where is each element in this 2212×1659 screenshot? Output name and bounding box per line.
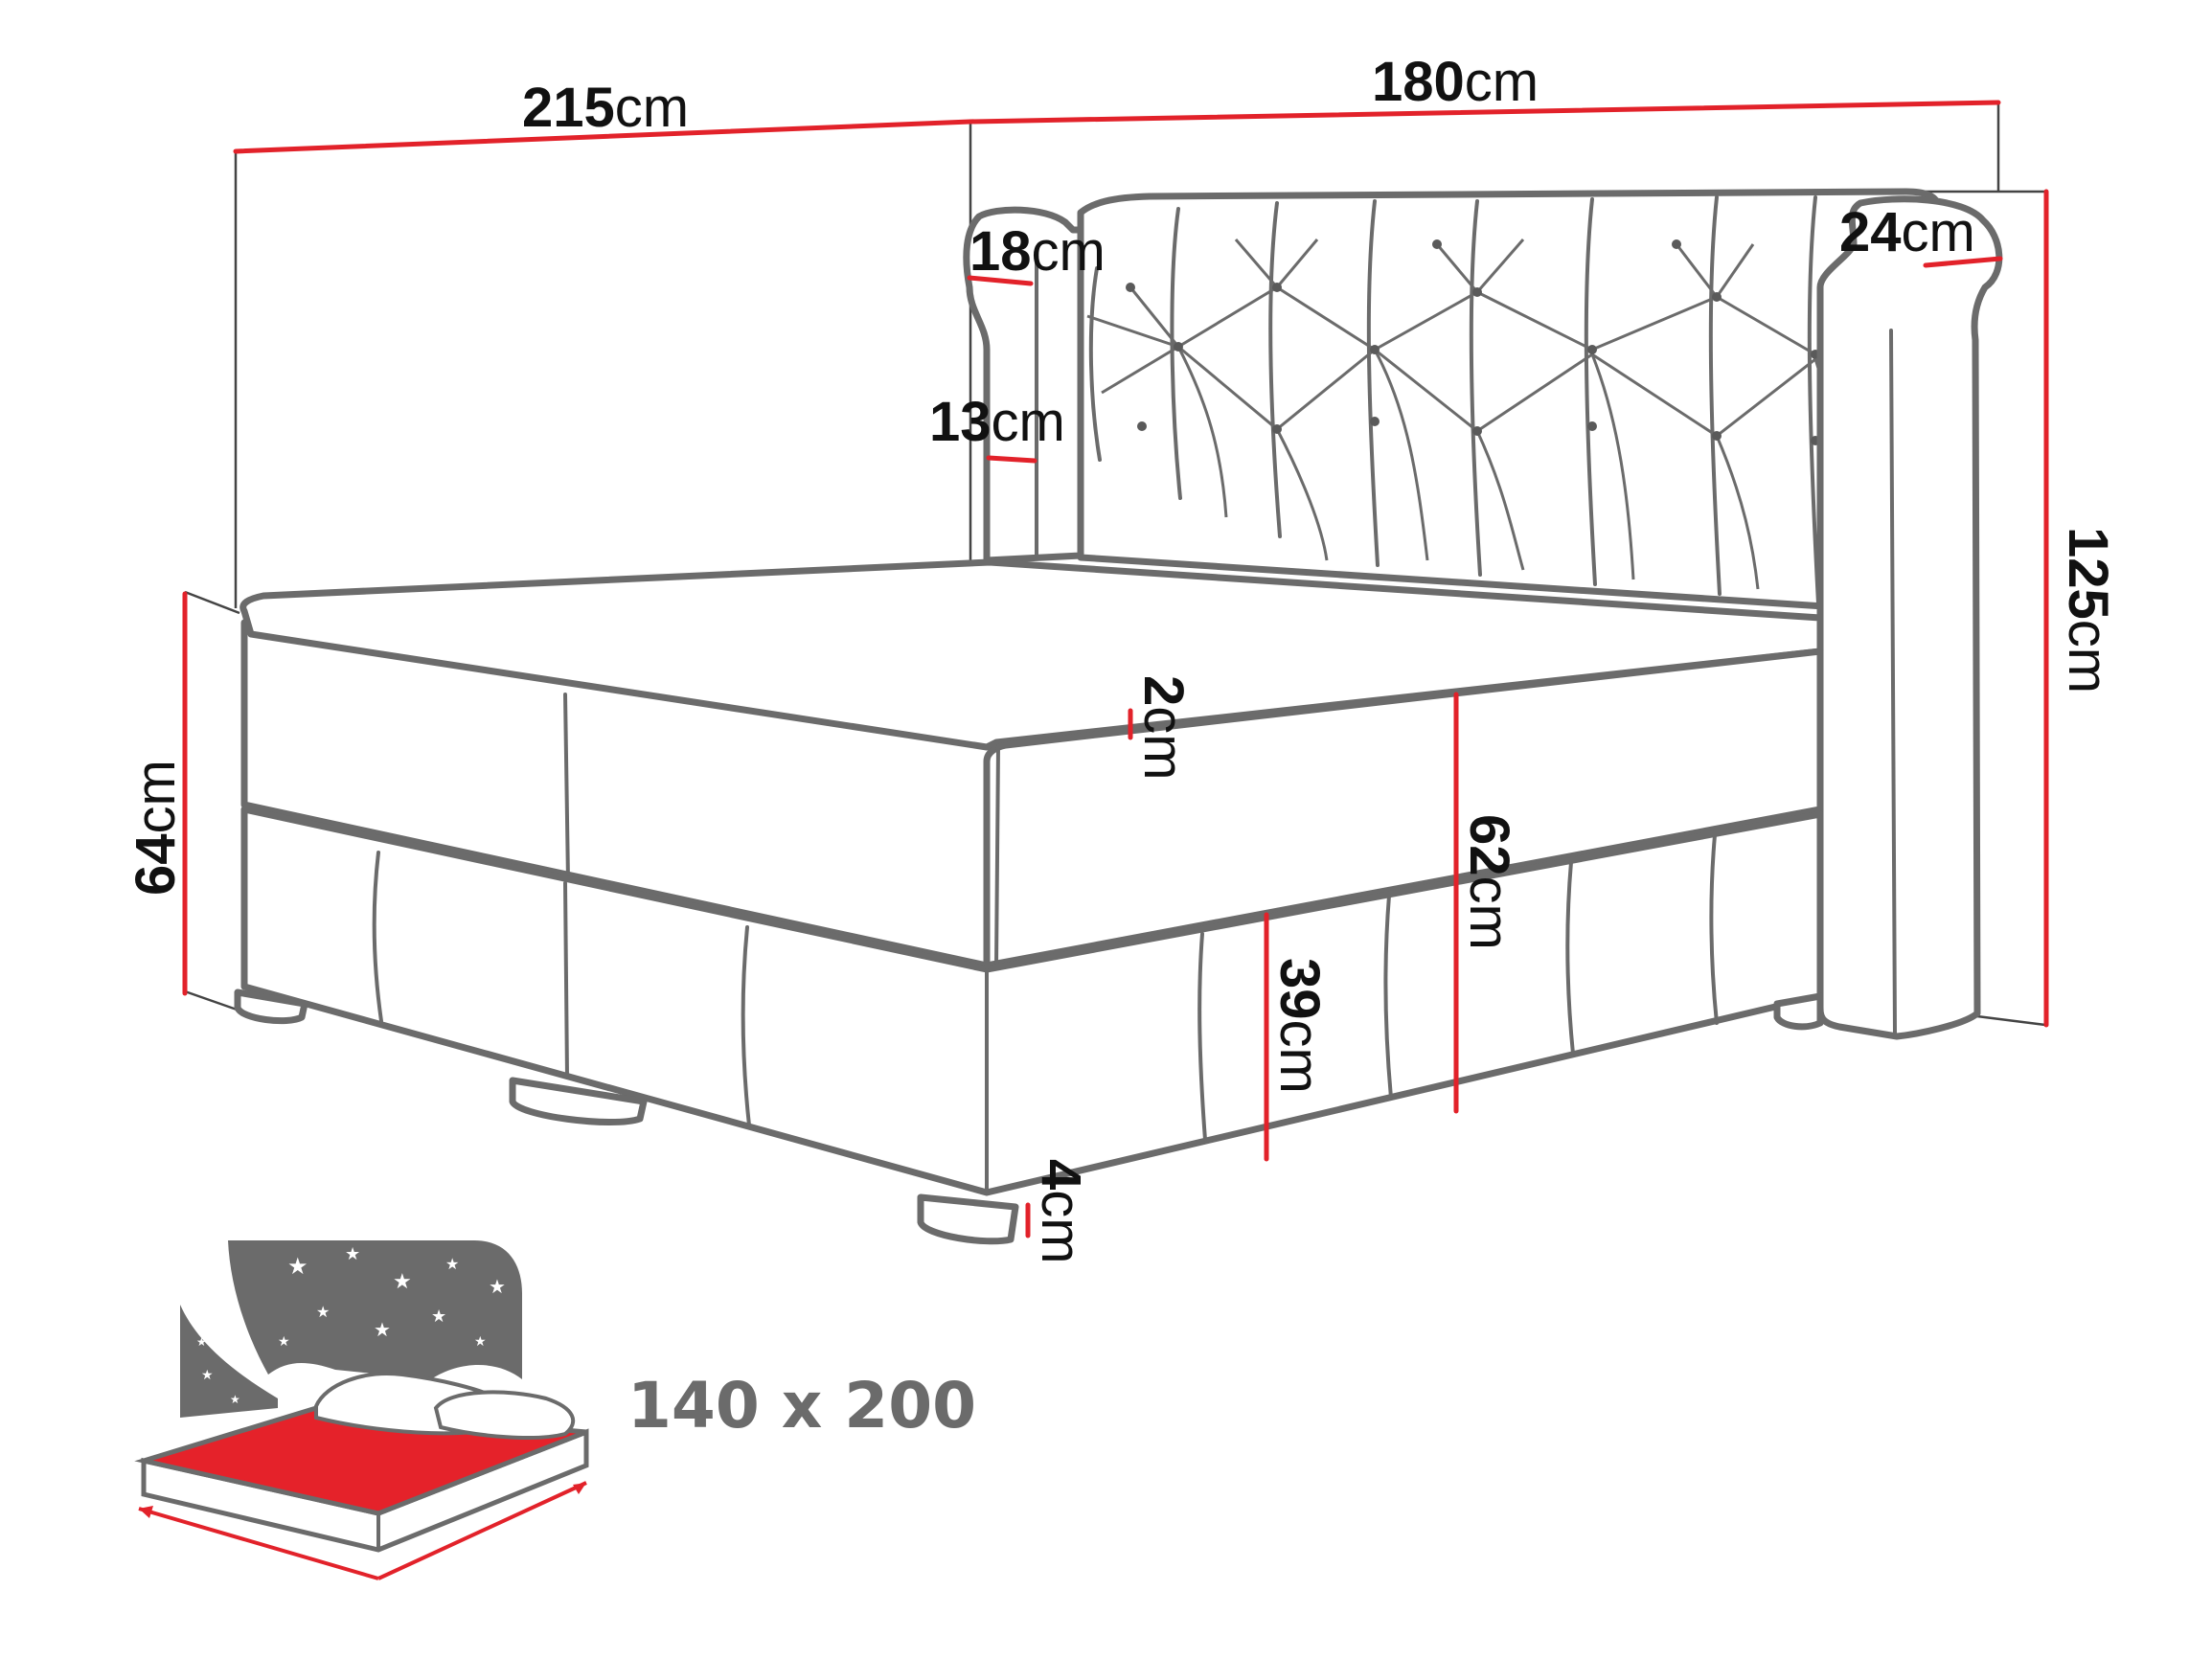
- side-panel-dim-line: [986, 455, 1038, 464]
- mattress-block: [240, 619, 1824, 969]
- svg-text:★: ★: [474, 1334, 487, 1350]
- bed-base: [234, 558, 1824, 1245]
- svg-text:★: ★: [393, 1270, 412, 1294]
- leg-height-label: 4cm: [1030, 1159, 1092, 1264]
- width-label: 180cm: [1372, 51, 1539, 113]
- svg-text:★: ★: [374, 1318, 391, 1341]
- bed-legs: [234, 989, 1824, 1245]
- extension-lines: [184, 103, 2046, 1027]
- svg-text:★: ★: [230, 1393, 240, 1406]
- side-panel-label: 13cm: [929, 391, 1065, 453]
- armrest-dim-line: [967, 275, 1034, 286]
- width-dim-line: [968, 100, 2001, 125]
- headboard-height-label: 125cm: [2057, 527, 2119, 693]
- left-armrest: [963, 206, 1084, 564]
- base-height-label: 39cm: [1268, 958, 1331, 1094]
- right-armrest-width-label: 24cm: [1839, 201, 1975, 263]
- night-sky-stars-icon: [228, 1240, 522, 1379]
- armrest-width-label: 18cm: [969, 220, 1106, 283]
- length-dim-line: [233, 119, 973, 154]
- right-armrest-dim-line: [1923, 256, 2003, 268]
- svg-text:★: ★: [196, 1335, 207, 1349]
- mattress-with-pillows-icon: ★ ★ ★ ★ ★ ★ ★ ★ ★ ★ ★ ★ ★: [134, 1240, 589, 1580]
- right-armrest: [1816, 195, 2003, 1040]
- svg-text:★: ★: [278, 1334, 290, 1350]
- total-height-label: 64cm: [125, 760, 187, 896]
- svg-text:★: ★: [345, 1244, 360, 1264]
- mattress-top: [239, 558, 1824, 751]
- svg-text:★: ★: [445, 1255, 459, 1273]
- box-spring-pleats: [372, 833, 1719, 1142]
- svg-text:★: ★: [489, 1275, 506, 1298]
- headboard: [963, 188, 2003, 1040]
- svg-text:★: ★: [316, 1303, 330, 1321]
- svg-text:★: ★: [201, 1368, 214, 1383]
- length-label: 215cm: [522, 77, 689, 139]
- sleeping-area-label: 140 x 200: [627, 1369, 976, 1443]
- dimension-labels: 215cm 180cm 18cm 24cm 13cm 125cm 64cm 2c…: [125, 51, 2119, 1264]
- svg-text:★: ★: [431, 1307, 446, 1327]
- svg-text:★: ★: [287, 1253, 308, 1280]
- topper-thickness-label: 2cm: [1132, 675, 1195, 781]
- stars: ★ ★ ★ ★ ★ ★ ★ ★ ★ ★ ★ ★ ★: [196, 1244, 506, 1406]
- dimension-lines: [182, 100, 2049, 1239]
- mattress-height-label: 62cm: [1458, 814, 1520, 950]
